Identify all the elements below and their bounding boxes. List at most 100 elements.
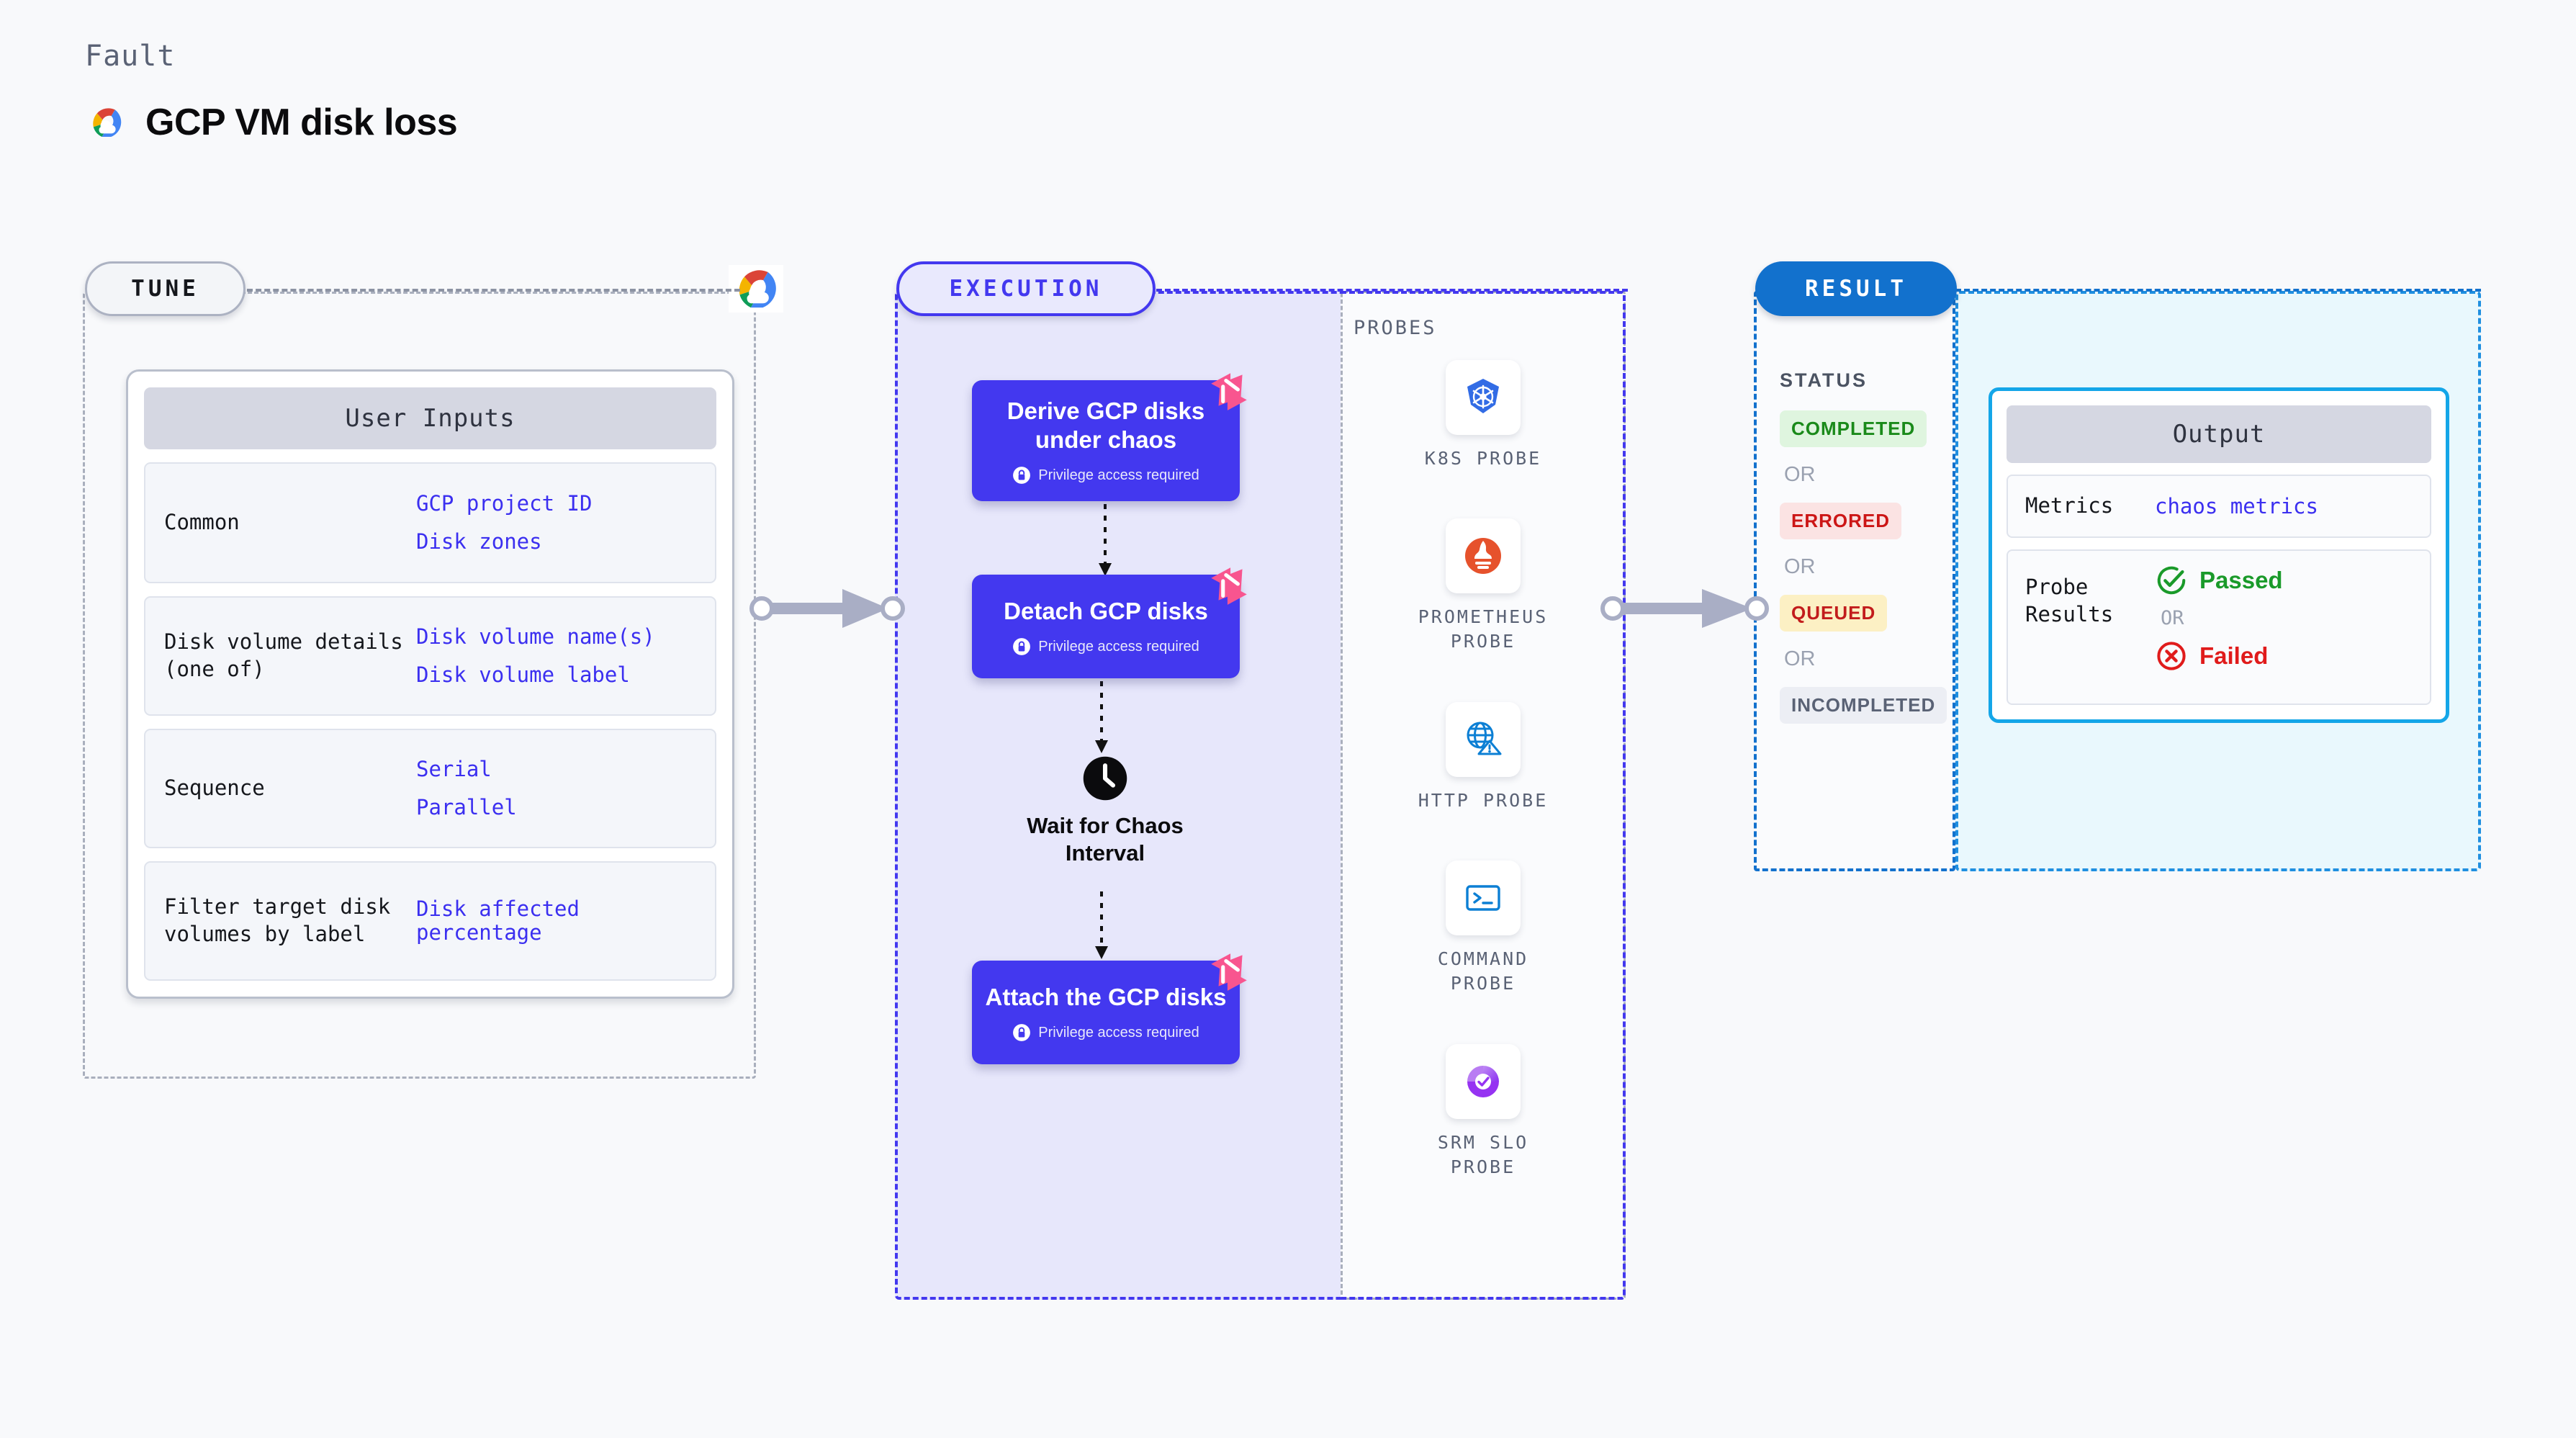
- execution-step-attach-gcp-disks[interactable]: Attach the GCP disks Privilege access re…: [972, 953, 1247, 1064]
- input-row-key: Common: [164, 510, 240, 535]
- output-row-value[interactable]: chaos metrics: [2155, 494, 2318, 518]
- input-value[interactable]: GCP project ID: [416, 491, 593, 516]
- input-row-values: Disk volume name(s) Disk volume label: [416, 624, 655, 687]
- probe-result-passed: Passed: [2155, 564, 2283, 597]
- input-value[interactable]: Parallel: [416, 794, 517, 819]
- status-or-label: OR: [1784, 555, 1816, 578]
- privilege-text: Privilege access required: [1038, 467, 1199, 483]
- page-title: GCP VM disk loss: [145, 102, 458, 143]
- page-title-row: GCP VM disk loss: [85, 101, 458, 144]
- probe-result-or-label: OR: [2161, 607, 2184, 629]
- chaos-badge-icon: [1211, 373, 1247, 410]
- privilege-text: Privilege access required: [1038, 1024, 1199, 1041]
- connector-tune-to-execution: [749, 589, 905, 628]
- probe-label: SRM SLO PROBE: [1437, 1132, 1529, 1177]
- lock-icon: [1013, 467, 1031, 485]
- chaos-badge-icon: [1211, 567, 1247, 605]
- probe-srm-slo[interactable]: SRM SLO PROBE: [1400, 1044, 1566, 1179]
- srm-slo-icon: [1467, 1066, 1499, 1097]
- probe-tile: [1446, 702, 1521, 777]
- tune-section-frame: [83, 292, 756, 1079]
- status-list: COMPLETED OR ERRORED OR QUEUED OR INCOMP…: [1780, 410, 1947, 724]
- input-value[interactable]: Disk affected percentage: [416, 896, 580, 945]
- passed-label: Passed: [2199, 567, 2283, 593]
- tune-gcp-logo-icon: [729, 265, 783, 313]
- step-arrow-2: [1095, 681, 1108, 753]
- output-row-key: Probe Results: [2025, 575, 2114, 626]
- input-row-key: Sequence: [164, 776, 265, 801]
- execution-step-derive-gcp-disks[interactable]: Derive GCP disks under chaos Privilege a…: [972, 373, 1247, 501]
- user-inputs-card: User Inputs Common GCP project ID Disk z…: [126, 369, 734, 999]
- input-value[interactable]: Disk zones: [416, 529, 542, 554]
- probe-tile: [1446, 360, 1521, 435]
- input-value[interactable]: Serial: [416, 757, 492, 782]
- probe-tile: [1446, 518, 1521, 593]
- step-privilege-note: Privilege access required: [1012, 1023, 1199, 1042]
- input-row-disk-volume-details[interactable]: Disk volume details (one of) Disk volume…: [144, 596, 716, 716]
- status-badge-queued: QUEUED: [1780, 595, 1888, 632]
- probe-prometheus[interactable]: PROMETHEUS PROBE: [1400, 518, 1566, 654]
- wait-for-chaos-interval-node: Wait for Chaos Interval: [1001, 755, 1210, 867]
- gcp-logo-icon: [93, 108, 122, 137]
- result-status-frame: [1754, 291, 1955, 871]
- output-row-probe-results: Probe Results Passed OR Failed: [2007, 549, 2431, 705]
- result-badge: RESULT: [1755, 261, 1957, 316]
- input-row-filter-target[interactable]: Filter target disk volumes by label Disk…: [144, 861, 716, 981]
- input-row-values: Serial Parallel: [416, 757, 517, 819]
- input-row-sequence[interactable]: Sequence Serial Parallel: [144, 729, 716, 848]
- output-row-metrics[interactable]: Metrics chaos metrics: [2007, 475, 2431, 538]
- status-badge-completed: COMPLETED: [1780, 410, 1927, 447]
- input-row-key: Filter target disk volumes by label: [164, 894, 391, 946]
- step-title: Attach the GCP disks: [985, 983, 1227, 1010]
- output-header: Output: [2007, 405, 2431, 463]
- probe-label: COMMAND PROBE: [1437, 948, 1529, 994]
- output-card: Output Metrics chaos metrics Probe Resul…: [1989, 387, 2449, 723]
- wait-label: Wait for Chaos Interval: [1027, 813, 1184, 866]
- step-title: Detach GCP disks: [1004, 597, 1208, 624]
- tune-badge: TUNE: [85, 261, 246, 316]
- probe-http[interactable]: HTTP PROBE: [1400, 702, 1566, 813]
- http-globe-icon: [1467, 722, 1502, 755]
- result-connector-line: [1955, 289, 2481, 292]
- kubernetes-icon: [1467, 379, 1499, 413]
- input-row-values: GCP project ID Disk zones: [416, 491, 593, 554]
- probe-label: HTTP PROBE: [1418, 790, 1549, 811]
- connector-execution-to-result: [1600, 589, 1769, 628]
- input-row-key: Disk volume details (one of): [164, 629, 403, 681]
- probe-k8s[interactable]: K8S PROBE: [1400, 360, 1566, 471]
- step-privilege-note: Privilege access required: [1012, 466, 1199, 485]
- check-circle-icon: [2157, 566, 2186, 595]
- step-title: Derive GCP disks under chaos: [1006, 397, 1205, 453]
- privilege-text: Privilege access required: [1038, 638, 1199, 655]
- user-inputs-header: User Inputs: [144, 387, 716, 449]
- probes-title: PROBES: [1354, 317, 1437, 339]
- probe-command[interactable]: COMMAND PROBE: [1400, 860, 1566, 996]
- execution-step-detach-gcp-disks[interactable]: Detach GCP disks Privilege access requir…: [972, 567, 1247, 678]
- status-badge-errored: ERRORED: [1780, 503, 1902, 539]
- probe-label: PROMETHEUS PROBE: [1418, 606, 1549, 652]
- input-value[interactable]: Disk volume label: [416, 662, 630, 687]
- probes-section-frame: [1341, 291, 1626, 1300]
- status-badge-incompleted: INCOMPLETED: [1780, 687, 1947, 724]
- probe-label: K8S PROBE: [1424, 448, 1542, 469]
- chaos-badge-icon: [1211, 953, 1247, 991]
- output-row-key: Metrics: [2025, 493, 2114, 518]
- step-privilege-note: Privilege access required: [1012, 637, 1199, 656]
- probe-result-failed: Failed: [2155, 639, 2283, 673]
- page-eyebrow: Fault: [85, 40, 176, 73]
- status-or-label: OR: [1784, 647, 1816, 670]
- probe-tile: [1446, 860, 1521, 935]
- probe-tile: [1446, 1044, 1521, 1119]
- step-arrow-1: [1099, 504, 1112, 576]
- x-circle-icon: [2157, 642, 2186, 670]
- failed-label: Failed: [2199, 642, 2269, 669]
- execution-badge: EXECUTION: [896, 261, 1156, 316]
- terminal-icon: [1466, 885, 1500, 911]
- status-or-label: OR: [1784, 463, 1816, 486]
- tune-connector-line: [247, 289, 740, 292]
- input-value[interactable]: Disk volume name(s): [416, 624, 655, 650]
- input-row-common[interactable]: Common GCP project ID Disk zones: [144, 462, 716, 583]
- lock-icon: [1013, 638, 1031, 656]
- lock-icon: [1013, 1024, 1031, 1042]
